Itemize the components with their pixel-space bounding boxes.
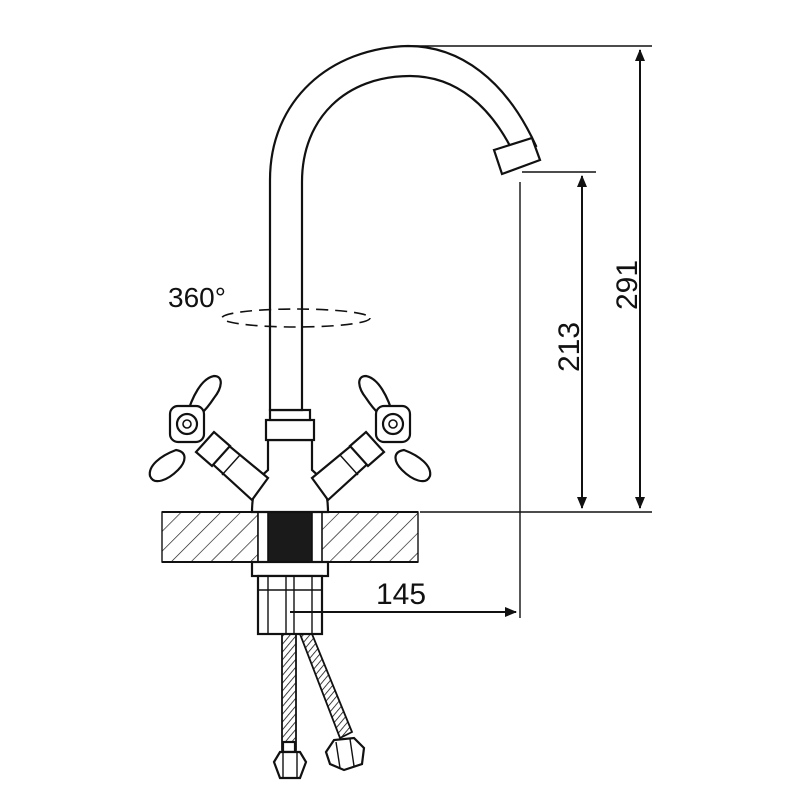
- spout-height-label: 213: [553, 322, 586, 372]
- hose-nut-left: [272, 750, 308, 780]
- faucet-body: [250, 408, 330, 514]
- rotation-label: 360°: [168, 282, 226, 313]
- hose-nut-right: [324, 736, 366, 772]
- right-cross-handle: [358, 374, 432, 483]
- aerator: [492, 136, 542, 176]
- extension-lines: [410, 45, 652, 618]
- left-valve-housing: [194, 430, 270, 502]
- rotation-indicator: [221, 308, 371, 328]
- right-valve-housing: [310, 430, 386, 502]
- left-cross-handle: [148, 374, 222, 483]
- gooseneck-spout: [268, 44, 538, 412]
- supply-hoses: [281, 633, 354, 754]
- reach-label: 145: [376, 578, 426, 611]
- mounting-shank: [257, 511, 323, 563]
- mounting-nut: [250, 560, 330, 636]
- total-height-label: 291: [611, 260, 644, 310]
